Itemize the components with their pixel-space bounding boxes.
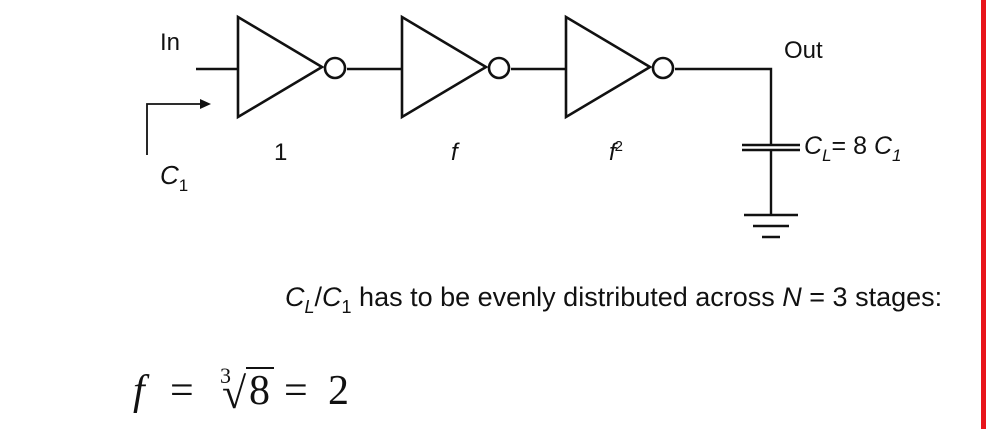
formula-lhs: f <box>133 368 150 414</box>
formula-result: 2 <box>328 368 349 414</box>
formula-equals-2: = <box>284 368 308 414</box>
fanout-formula: f = 3 √ 8 = 2 <box>133 363 349 418</box>
slide-edge-accent-bar <box>981 0 986 429</box>
inverter-3-triangle <box>564 14 653 120</box>
radical-sign: √ <box>222 369 247 418</box>
wiring <box>196 67 773 215</box>
root-index: 3 <box>220 363 231 388</box>
inverter-3-bubble <box>651 56 675 80</box>
stage-1-size: 1 <box>274 139 287 166</box>
formula-equals-1: = <box>170 368 194 414</box>
output-label: Out <box>784 37 823 64</box>
input-label: In <box>160 29 180 56</box>
inverter-2-bubble <box>487 56 511 80</box>
load-capacitor <box>742 143 800 152</box>
inverter-stage-1 <box>236 14 347 120</box>
stage-3-size: f2 <box>609 138 623 166</box>
load-cap-label: CL= 8 C1 <box>804 132 901 165</box>
inverter-stage-3 <box>564 14 675 120</box>
arrow-shaft <box>146 103 203 155</box>
arrow-head-icon <box>200 99 211 109</box>
input-cap-arrow <box>146 103 203 155</box>
radicand: 8 <box>249 368 270 414</box>
inverter-1-bubble <box>323 56 347 80</box>
inverter-1-triangle <box>236 14 325 120</box>
ground-symbol <box>744 213 798 239</box>
output-wire <box>675 67 773 145</box>
inverter-2-triangle <box>400 14 489 120</box>
stage-2-size: f <box>451 139 460 166</box>
input-cap-label: C1 <box>160 160 188 195</box>
inverter-stage-2 <box>400 14 511 120</box>
distribution-statement: CL/C1 has to be evenly distributed acros… <box>285 282 942 317</box>
